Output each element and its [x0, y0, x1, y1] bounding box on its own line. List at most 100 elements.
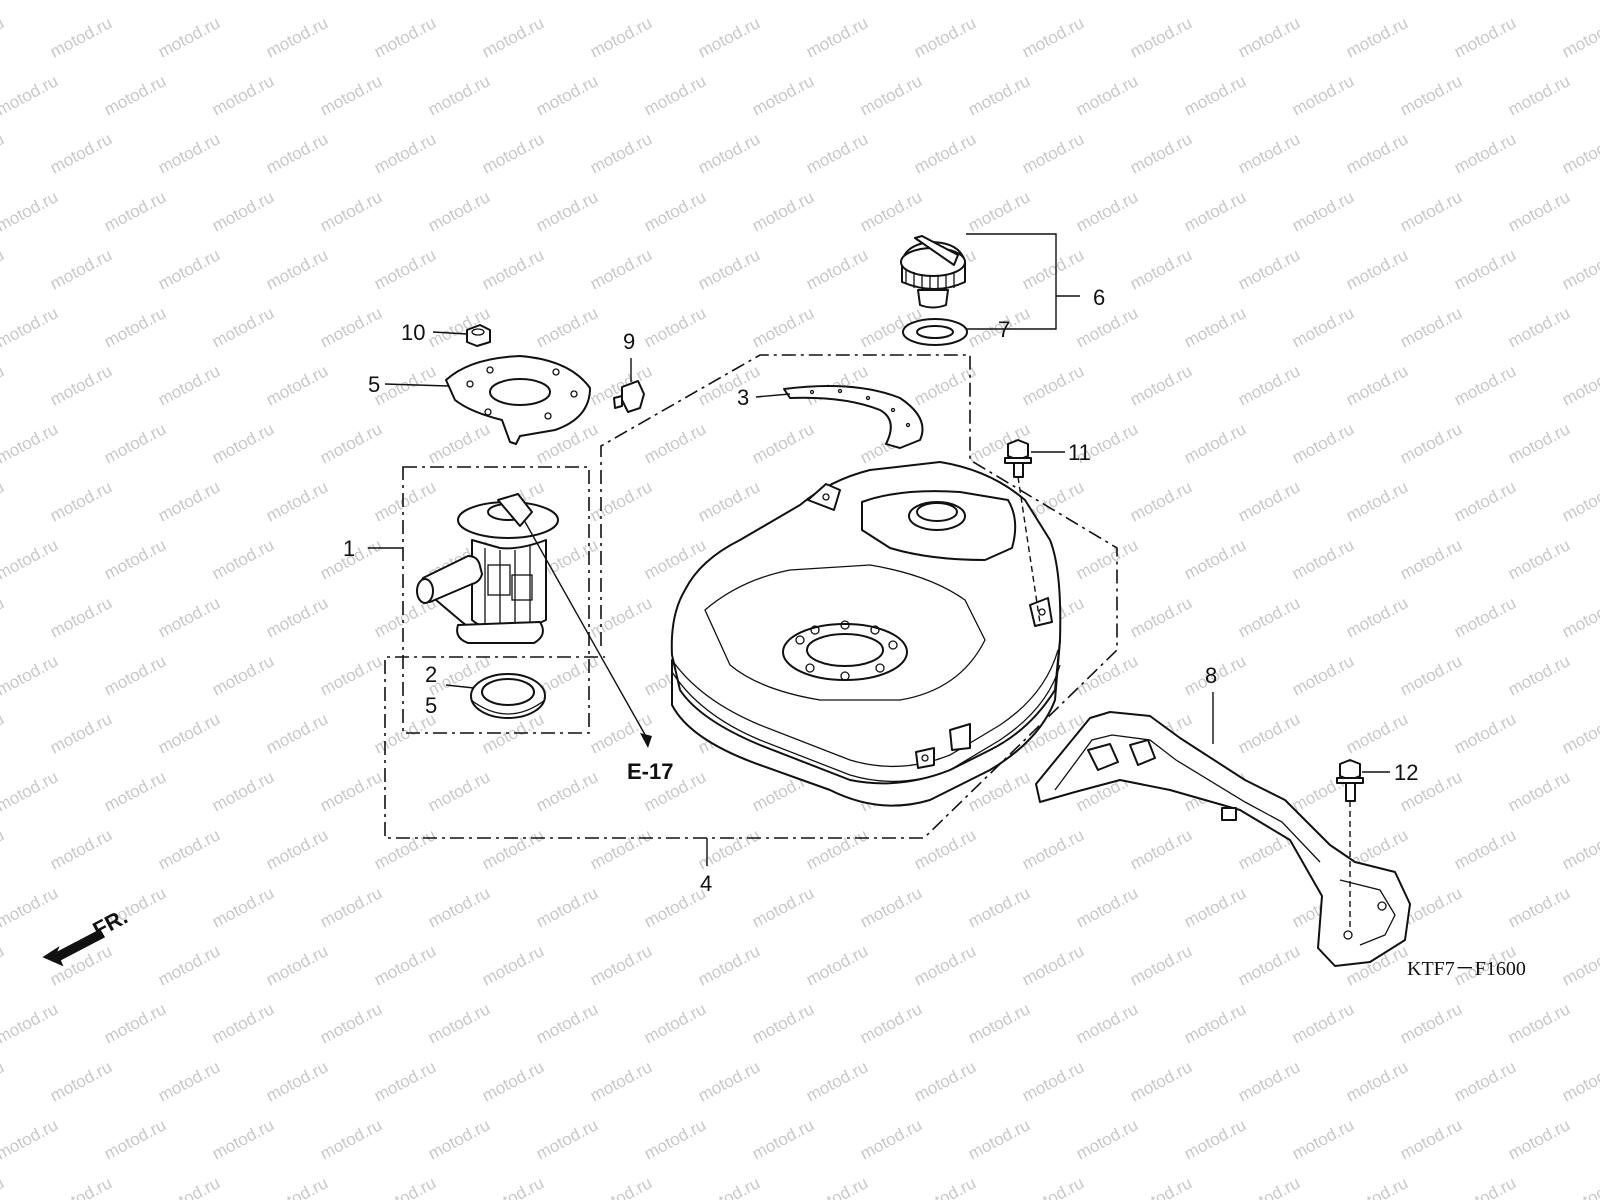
- watermark-text: motod.ru: [587, 941, 655, 989]
- watermark-text: motod.ru: [1559, 941, 1600, 989]
- watermark-text: motod.ru: [1559, 129, 1600, 177]
- watermark-text: motod.ru: [371, 941, 439, 989]
- watermark-text: motod.ru: [1019, 825, 1087, 873]
- watermark-text: motod.ru: [1559, 593, 1600, 641]
- watermark-text: motod.ru: [803, 245, 871, 293]
- watermark-text: motod.ru: [47, 593, 115, 641]
- watermark-text: motod.ru: [1505, 767, 1573, 815]
- watermark-text: motod.ru: [0, 1173, 7, 1200]
- watermark-text: motod.ru: [371, 477, 439, 525]
- watermark-text: motod.ru: [641, 0, 709, 4]
- watermark-text: motod.ru: [695, 129, 763, 177]
- watermark-text: motod.ru: [371, 1057, 439, 1105]
- watermark-text: motod.ru: [533, 1115, 601, 1163]
- watermark-text: motod.ru: [1505, 187, 1573, 235]
- watermark-text: motod.ru: [155, 1057, 223, 1105]
- watermark-text: motod.ru: [1397, 651, 1465, 699]
- watermark-text: motod.ru: [749, 999, 817, 1047]
- watermark-text: motod.ru: [911, 825, 979, 873]
- watermark-text: motod.ru: [479, 245, 547, 293]
- watermark-text: motod.ru: [1343, 593, 1411, 641]
- watermark-text: motod.ru: [1181, 999, 1249, 1047]
- watermark-text: motod.ru: [317, 767, 385, 815]
- watermark-text: motod.ru: [1019, 1057, 1087, 1105]
- watermark-text: motod.ru: [1343, 129, 1411, 177]
- watermark-text: motod.ru: [0, 187, 61, 235]
- watermark-text: motod.ru: [911, 129, 979, 177]
- watermark-text: motod.ru: [1019, 1173, 1087, 1200]
- watermark-text: motod.ru: [695, 245, 763, 293]
- watermark-text: motod.ru: [317, 0, 385, 4]
- watermark-text: motod.ru: [155, 361, 223, 409]
- watermark-text: motod.ru: [263, 593, 331, 641]
- watermark-text: motod.ru: [1505, 535, 1573, 583]
- watermark-text: motod.ru: [1397, 187, 1465, 235]
- watermark-text: motod.ru: [1505, 999, 1573, 1047]
- watermark-text: motod.ru: [317, 1115, 385, 1163]
- watermark-text: motod.ru: [911, 361, 979, 409]
- watermark-text: motod.ru: [1505, 419, 1573, 467]
- watermark-text: motod.ru: [1343, 1057, 1411, 1105]
- watermark-text: motod.ru: [857, 883, 925, 931]
- watermark-text: motod.ru: [1235, 477, 1303, 525]
- watermark-text: motod.ru: [965, 1115, 1033, 1163]
- watermark-text: motod.ru: [1073, 71, 1141, 119]
- watermark-text: motod.ru: [1451, 477, 1519, 525]
- watermark-text: motod.ru: [587, 825, 655, 873]
- watermark-text: motod.ru: [1451, 129, 1519, 177]
- callout-labels: 10 5 9 3 6 7 11 1 2 5 E-17 8 12 4 KTF7－F…: [343, 285, 1526, 980]
- hose-clip: [613, 380, 645, 413]
- watermark-text: motod.ru: [0, 535, 61, 583]
- watermark-text: motod.ru: [1235, 1057, 1303, 1105]
- watermark-text: motod.ru: [1559, 1057, 1600, 1105]
- watermark-text: motod.ru: [371, 129, 439, 177]
- watermark-text: motod.ru: [857, 0, 925, 4]
- watermark-text: motod.ru: [0, 0, 61, 4]
- watermark-text: motod.ru: [0, 825, 7, 873]
- flange-nut: [466, 324, 491, 347]
- watermark-text: motod.ru: [0, 71, 61, 119]
- watermark-text: motod.ru: [1181, 0, 1249, 4]
- watermark-text: motod.ru: [1397, 1115, 1465, 1163]
- watermark-text: motod.ru: [47, 245, 115, 293]
- watermark-text: motod.ru: [695, 361, 763, 409]
- setting-plate: [445, 355, 591, 445]
- watermark-text: motod.ru: [1343, 13, 1411, 61]
- watermark-text: motod.ru: [1073, 303, 1141, 351]
- callout-2: 2: [425, 662, 437, 687]
- watermark-text: motod.ru: [1073, 0, 1141, 4]
- watermark-text: motod.ru: [641, 71, 709, 119]
- watermark-text: motod.ru: [209, 651, 277, 699]
- watermark-text: motod.ru: [1127, 245, 1195, 293]
- watermark-text: motod.ru: [0, 419, 61, 467]
- watermark-text: motod.ru: [101, 0, 169, 4]
- watermark-text: motod.ru: [479, 825, 547, 873]
- watermark-text: motod.ru: [209, 187, 277, 235]
- watermark-text: motod.ru: [479, 1173, 547, 1200]
- watermark-text: motod.ru: [1235, 593, 1303, 641]
- watermark-text: motod.ru: [0, 767, 61, 815]
- watermark-text: motod.ru: [1397, 71, 1465, 119]
- watermark-text: motod.ru: [101, 187, 169, 235]
- watermark-text: motod.ru: [0, 1115, 61, 1163]
- watermark-text: motod.ru: [263, 129, 331, 177]
- watermark-text: motod.ru: [101, 1115, 169, 1163]
- watermark-text: motod.ru: [425, 1115, 493, 1163]
- callout-7: 7: [998, 317, 1010, 342]
- watermark-text: motod.ru: [587, 129, 655, 177]
- watermark-text: motod.ru: [749, 1115, 817, 1163]
- watermark-text: motod.ru: [803, 129, 871, 177]
- callout-3: 3: [737, 385, 749, 410]
- watermark-text: motod.ru: [1289, 999, 1357, 1047]
- watermark-text: motod.ru: [101, 71, 169, 119]
- watermark-text: motod.ru: [101, 303, 169, 351]
- watermark-text: motod.ru: [1343, 1173, 1411, 1200]
- watermark-text: motod.ru: [1505, 303, 1573, 351]
- watermark-text: motod.ru: [263, 1173, 331, 1200]
- watermark-text: motod.ru: [1127, 129, 1195, 177]
- watermark-text: motod.ru: [0, 13, 7, 61]
- watermark-text: motod.ru: [695, 941, 763, 989]
- watermark-text: motod.ru: [47, 129, 115, 177]
- watermark-text: motod.ru: [371, 825, 439, 873]
- callout-4: 4: [700, 871, 712, 896]
